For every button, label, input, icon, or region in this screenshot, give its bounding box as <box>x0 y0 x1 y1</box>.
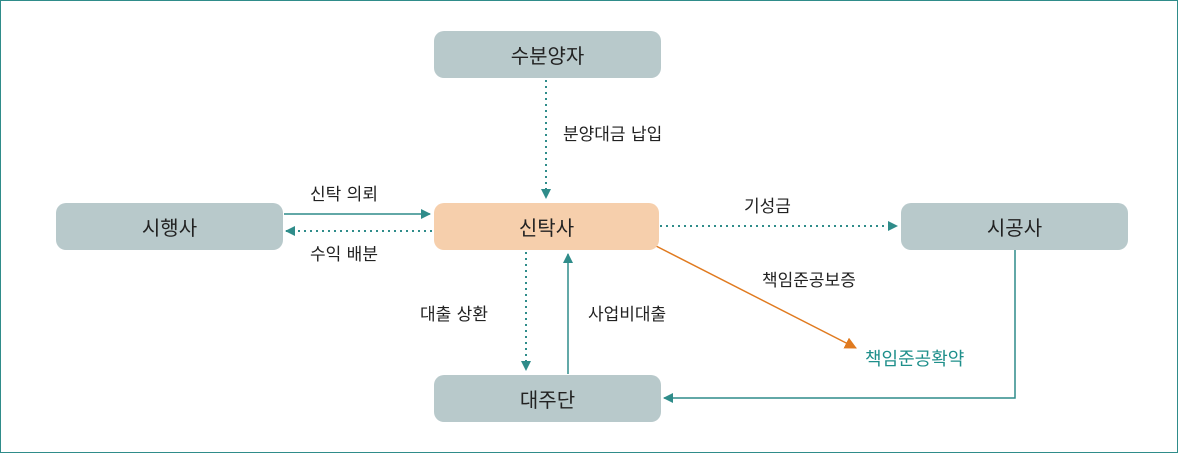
node-subscriber: 수분양자 <box>434 31 661 78</box>
label-completion-guarantee: 책임준공보증 <box>762 271 856 291</box>
node-developer: 시행사 <box>56 203 283 250</box>
label-progress-payment: 기성금 <box>744 197 791 217</box>
label-project-loan: 사업비대출 <box>588 305 667 325</box>
label-sale-payment: 분양대금 납입 <box>563 125 663 145</box>
node-lender: 대주단 <box>434 375 661 422</box>
node-trust: 신탁사 <box>434 203 659 250</box>
label-completion-agreement: 책임준공확약 <box>865 349 965 370</box>
label-profit-distribution: 수익 배분 <box>310 245 378 265</box>
label-loan-repayment: 대출 상환 <box>420 305 488 325</box>
edge-completion-guarantee <box>655 245 857 349</box>
node-constructor: 시공사 <box>901 203 1128 250</box>
edge-constructor-to-lender <box>663 250 1016 403</box>
label-trust-request: 신탁 의뢰 <box>310 185 378 205</box>
